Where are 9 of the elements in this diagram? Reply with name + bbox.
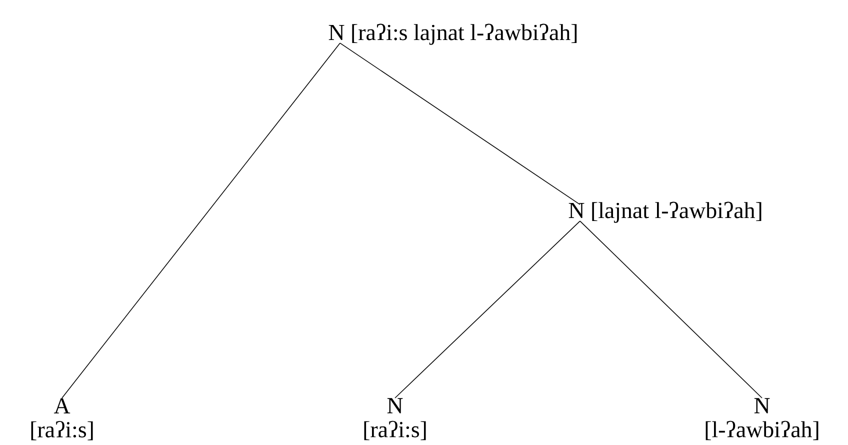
tree-branch [580,220,762,398]
tree-node-label: N [raʔi:s] [364,398,426,440]
tree-node-label: N [l-ʔawbiʔah] [706,398,818,440]
tree-branch [62,42,340,398]
tree-node-label: N [raʔi:s lajnat l-ʔawbiʔah] [328,24,577,45]
tree-branch [394,220,580,398]
tree-node-label: A [raʔi:s] [31,398,93,440]
tree-branch [340,42,580,205]
tree-node-label: N [lajnat l-ʔawbiʔah] [568,202,762,223]
